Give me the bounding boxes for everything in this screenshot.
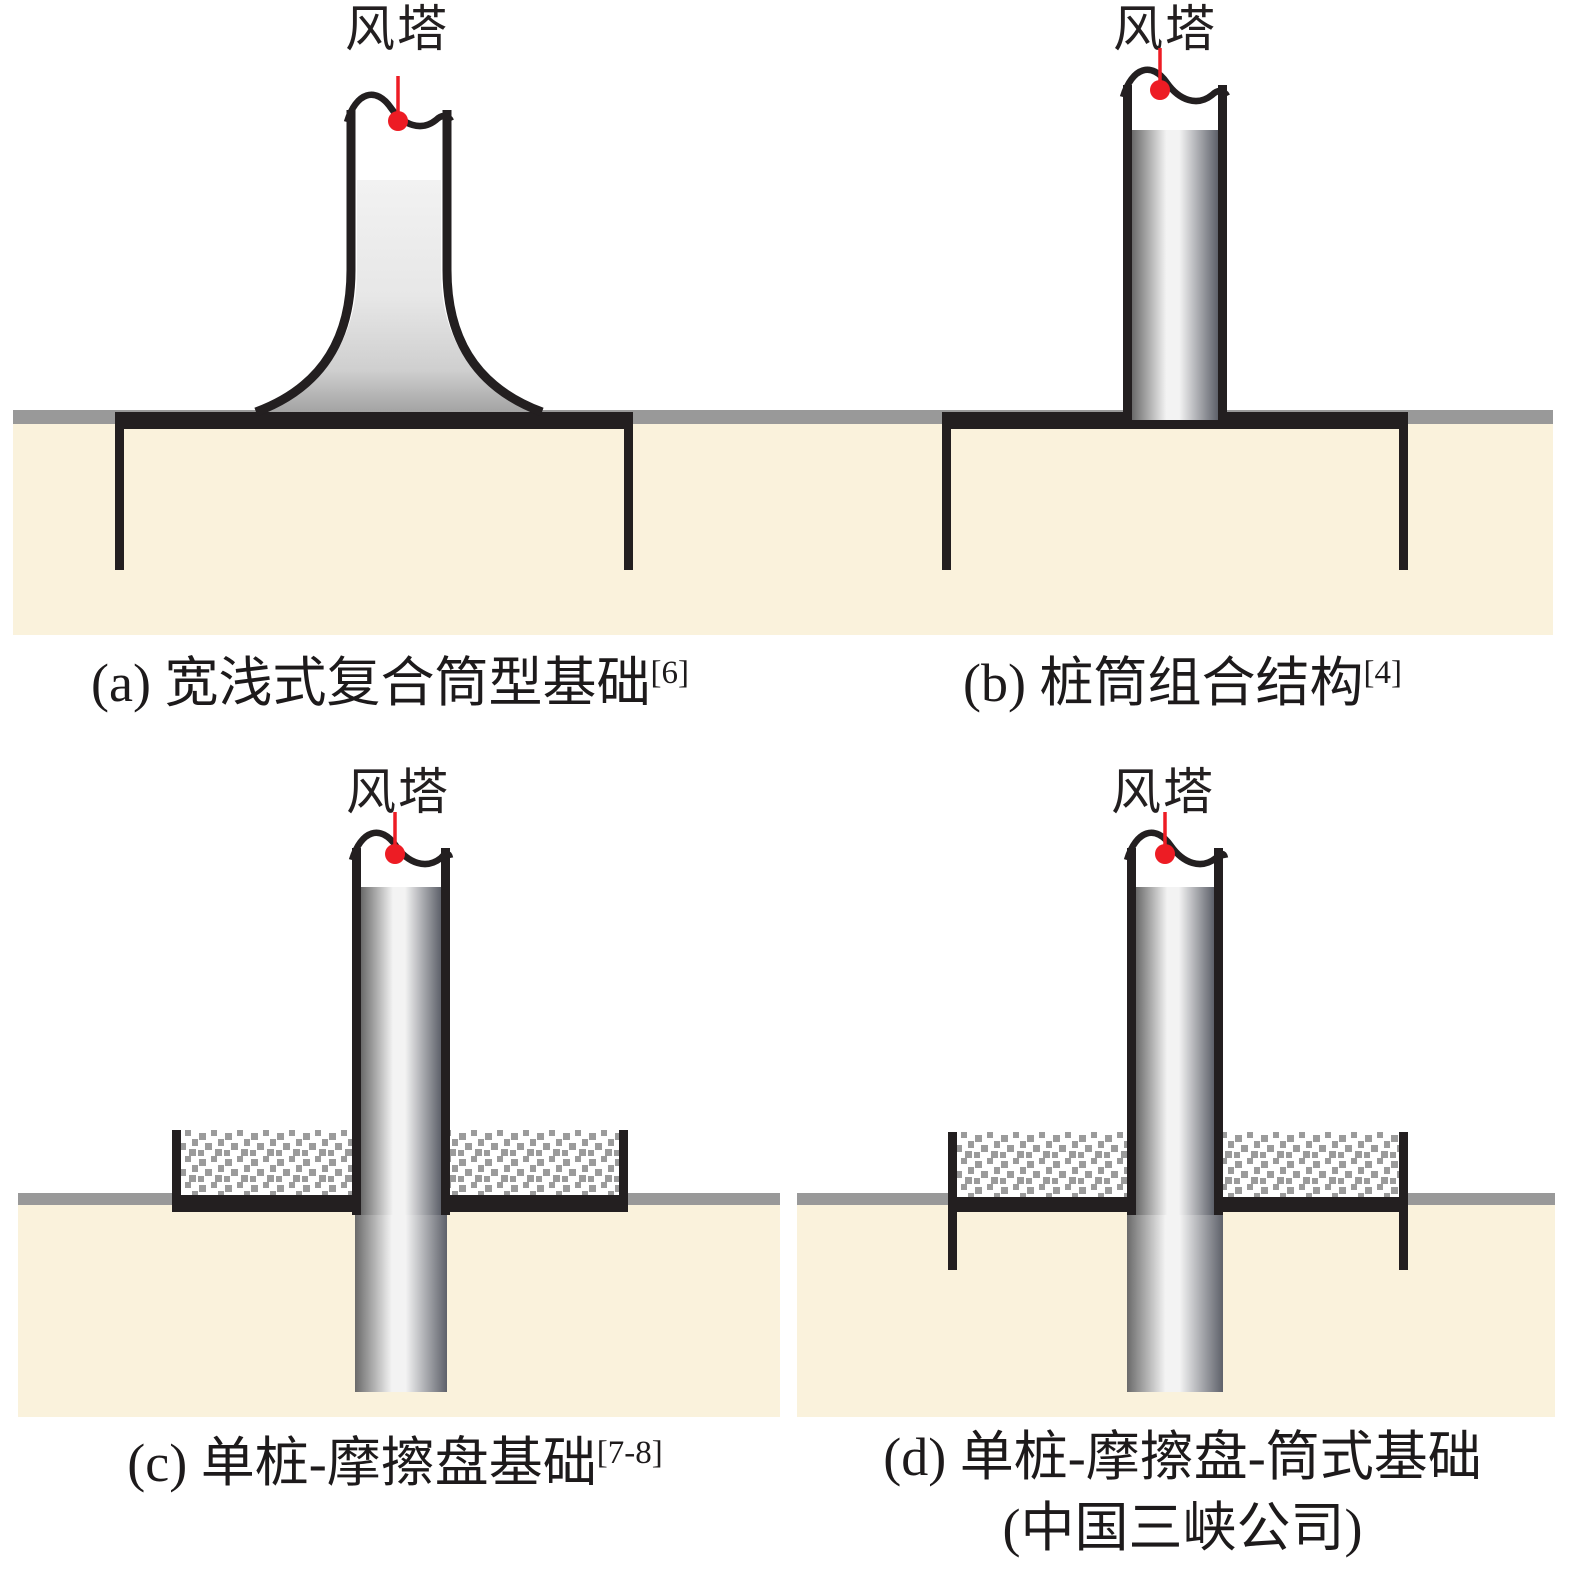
monopile-buried-c <box>355 1212 447 1392</box>
bucket-skirt-left-a <box>115 429 124 570</box>
tower-column-c <box>348 812 454 1215</box>
tower-fill-a <box>261 180 537 412</box>
tower-column-d <box>1123 812 1229 1215</box>
friction-disc-edge-right-c <box>619 1130 628 1212</box>
caption-text-c: (c) 单桩-摩擦盘基础 <box>127 1433 597 1493</box>
tower-break-wave-a <box>343 91 454 130</box>
tower-fill-c <box>361 887 441 1215</box>
caption-text-b: (b) 桩筒组合结构 <box>963 653 1364 713</box>
wind-tower-label-d: 风塔 <box>1111 764 1215 820</box>
caption-panel-d: (d) 单桩-摩擦盘-筒式基础 (中国三峡公司) <box>790 1422 1575 1565</box>
tower-axis-marker-dot-b <box>1150 80 1170 100</box>
wind-tower-label-c: 风塔 <box>346 764 450 820</box>
tower-column-b <box>1119 48 1230 420</box>
tower-break-wave-d <box>1123 829 1229 868</box>
caption-ref-a: [6] <box>650 655 689 691</box>
caption-text-a: (a) 宽浅式复合筒型基础 <box>91 653 651 713</box>
tower-axis-marker-dot-d <box>1155 844 1175 864</box>
caption-panel-b: (b) 桩筒组合结构[4] <box>790 648 1575 719</box>
friction-disc-edge-left-c <box>172 1130 181 1212</box>
tower-fill-d <box>1136 887 1214 1215</box>
tower-break-wave-c <box>348 829 454 868</box>
tower-wall-left-a <box>254 110 356 417</box>
caption-ref-b: [4] <box>1363 655 1402 691</box>
bucket-lid-a <box>115 412 633 429</box>
tower-bell-a <box>254 76 544 417</box>
bucket-skirt-right-a <box>624 429 633 570</box>
tower-break-wave-b <box>1119 66 1230 105</box>
soil-top-row <box>13 424 1553 635</box>
bucket-lid-b <box>942 412 1408 429</box>
bucket-skirt-right-b <box>1399 429 1408 570</box>
tower-wall-right-a <box>442 110 544 417</box>
caption-text-d-line1: (d) 单桩-摩擦盘-筒式基础 <box>883 1427 1482 1487</box>
bucket-skirt-left-b <box>942 429 951 570</box>
tower-axis-marker-dot-c <box>385 844 405 864</box>
caption-panel-c: (c) 单桩-摩擦盘基础[7-8] <box>0 1428 790 1499</box>
monopile-buried-d <box>1127 1212 1223 1392</box>
caption-panel-a: (a) 宽浅式复合筒型基础[6] <box>0 648 780 719</box>
caption-ref-c: [7-8] <box>596 1435 663 1471</box>
tower-fill-b <box>1132 130 1218 420</box>
caption-text-d-line2: (中国三峡公司) <box>1002 1498 1363 1559</box>
wind-tower-label-b: 风塔 <box>1113 1 1217 57</box>
wind-tower-label-a: 风塔 <box>345 1 449 57</box>
tower-axis-marker-dot-a <box>388 111 408 131</box>
